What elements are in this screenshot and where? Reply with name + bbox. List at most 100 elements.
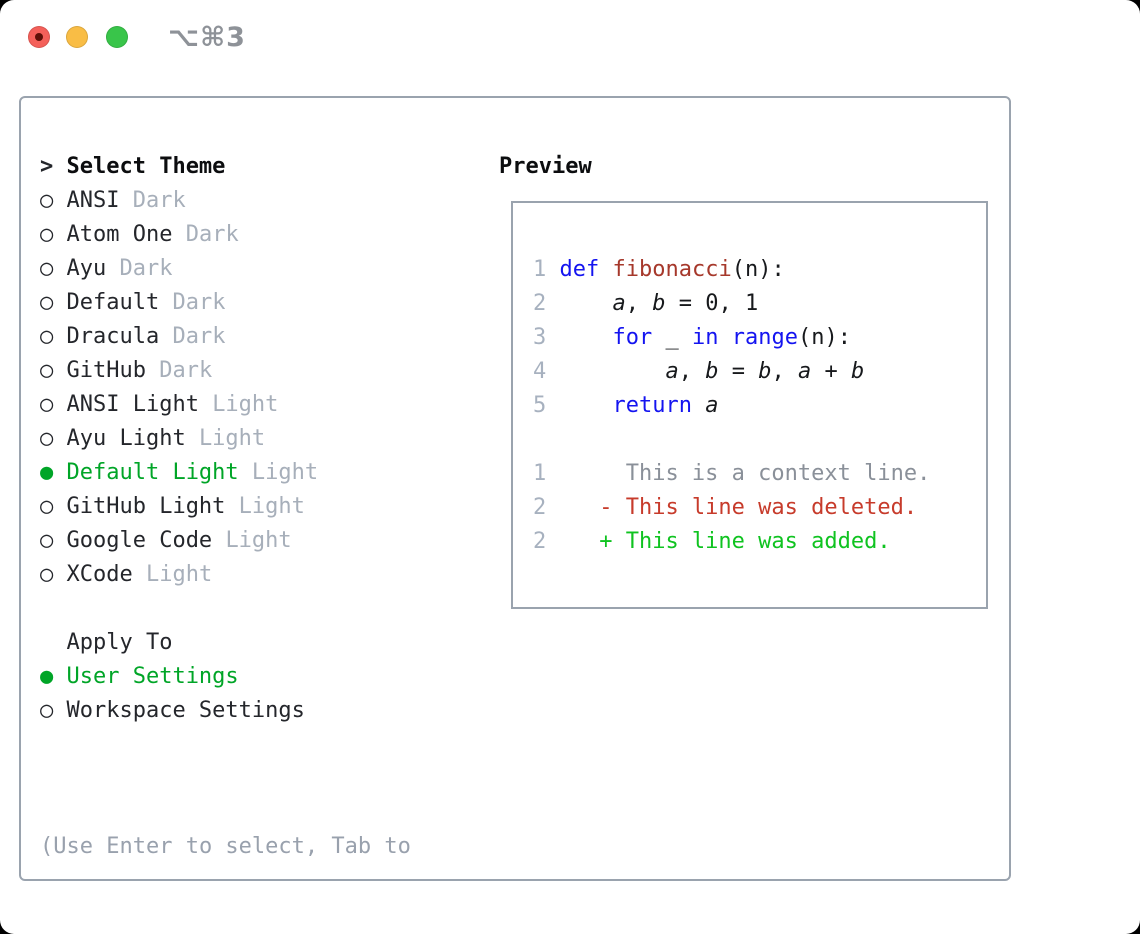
theme-variant: Dark [132,188,186,213]
code-token: , [678,359,706,384]
code-token: = [718,359,759,384]
apply-option-user-settings[interactable]: ●User Settings [40,660,411,694]
theme-name: Default [66,290,173,315]
apply-to-title: Apply To [66,630,173,655]
code-token [559,291,612,316]
theme-option-github[interactable]: ○ GitHub Dark [40,354,411,388]
code-token: range [731,325,798,350]
line-number: 3 [533,325,547,350]
radio-unselected-icon: ○ [40,188,54,213]
theme-option-ansi[interactable]: ○ ANSI Dark [40,184,411,218]
code-token: _ [652,325,692,350]
theme-option-dracula[interactable]: ○Dracula Dark [40,320,411,354]
diff-preview: 1 This is a context line.2 - This line w… [533,457,986,559]
radio-unselected-icon: ○ [40,222,54,247]
code-token [559,393,612,418]
diff-text: - This line was deleted. [559,495,918,520]
theme-name: Atom One [66,222,186,247]
hint-line-1: (Use Enter to select, Tab to [40,834,411,859]
theme-variant: Light [251,460,319,485]
theme-picker-panel: >Select Theme ○ANSI Dark○Atom One Dark○A… [19,96,1011,881]
theme-name: Ayu Light [66,426,199,451]
code-token: a [705,393,719,418]
apply-option-label: User Settings [66,664,239,689]
diff-text: This is a context line. [559,461,931,486]
minimize-button[interactable] [66,26,88,48]
code-line: 2 a, b = 0, 1 [533,287,986,321]
theme-option-ansi-light[interactable]: ○ ANSI Light Light [40,388,411,422]
theme-option-xcode[interactable]: ○XCode Light [40,558,411,592]
code-line: 5 return a [533,389,986,423]
radio-unselected-icon: ○ [40,290,54,315]
hint-text: (Use Enter to select, Tab to change focu… [40,762,411,934]
theme-option-ayu[interactable]: ○Ayu Dark [40,252,411,286]
line-number: 4 [533,359,547,384]
code-token: (n): [731,257,785,282]
code-token: a [797,359,812,384]
close-button[interactable] [28,26,50,48]
line-number: 1 [533,257,547,282]
theme-name: GitHub [66,358,160,383]
theme-option-ayu-light[interactable]: ○Ayu Light Light [40,422,411,456]
window-title-shortcut: ⌥⌘3 [168,22,246,53]
theme-option-default[interactable]: ○ Default Dark [40,286,411,320]
code-token: , [771,359,798,384]
radio-unselected-icon: ○ [40,562,54,587]
radio-unselected-icon: ○ [40,392,54,417]
apply-option-workspace-settings[interactable]: ○ Workspace Settings [40,694,411,728]
theme-options-list: ○ANSI Dark○Atom One Dark○Ayu Dark○Defaul… [40,184,411,592]
code-line: 3 for _ in range(n): [533,321,986,355]
diff-line-deleted: 2 - This line was deleted. [533,491,986,525]
select-theme-header: >Select Theme [40,150,411,184]
theme-list-column: >Select Theme ○ANSI Dark○Atom One Dark○A… [40,150,411,934]
theme-variant: Dark [172,290,226,315]
theme-option-github-light[interactable]: ○GitHub Light Light [40,490,411,524]
line-number: 5 [533,393,547,418]
theme-option-atom-one[interactable]: ○ Atom One Dark [40,218,411,252]
theme-variant: Dark [119,256,173,281]
theme-name: ANSI Light [66,392,213,417]
line-number: 2 [533,291,547,316]
apply-to-options-list: ●User Settings ○ Workspace Settings [40,660,411,728]
code-token: return [612,393,692,418]
maximize-button[interactable] [106,26,128,48]
theme-name: ANSI [66,188,133,213]
theme-variant: Dark [185,222,239,247]
theme-name: XCode [66,562,146,587]
code-token [692,393,705,418]
code-token: b [758,359,772,384]
line-number: 1 [533,461,547,486]
code-token: + [811,359,851,384]
theme-variant: Dark [159,358,213,383]
theme-variant: Light [212,392,279,417]
titlebar: ⌥⌘3 [0,0,1140,70]
theme-variant: Light [238,494,305,519]
radio-unselected-icon: ○ [40,426,54,451]
theme-name: Google Code [66,528,226,553]
diff-text: + This line was added. [559,529,891,554]
radio-unselected-icon: ○ [40,528,54,553]
radio-unselected-icon: ○ [40,494,54,519]
apply-option-label: Workspace Settings [66,698,305,723]
code-token: b [850,359,865,384]
radio-unselected-icon: ○ [40,256,54,281]
code-token [599,257,612,282]
preview-title: Preview [499,154,592,179]
code-token: fibonacci [612,257,732,282]
theme-option-default-light[interactable]: ●Default Light Light [40,456,411,490]
radio-unselected-icon: ○ [40,698,54,723]
code-token: (n): [797,325,851,350]
close-button-dot-icon [35,33,43,41]
code-token: a [612,291,626,316]
radio-unselected-icon: ○ [40,358,54,383]
code-token: b [705,359,719,384]
code-token: = 0, 1 [665,291,759,316]
theme-variant: Light [225,528,292,553]
radio-selected-icon: ● [40,460,54,485]
theme-option-google-code[interactable]: ○ Google Code Light [40,524,411,558]
diff-line-context: 1 This is a context line. [533,457,986,491]
code-token: , [625,291,653,316]
code-token: in [691,325,719,350]
